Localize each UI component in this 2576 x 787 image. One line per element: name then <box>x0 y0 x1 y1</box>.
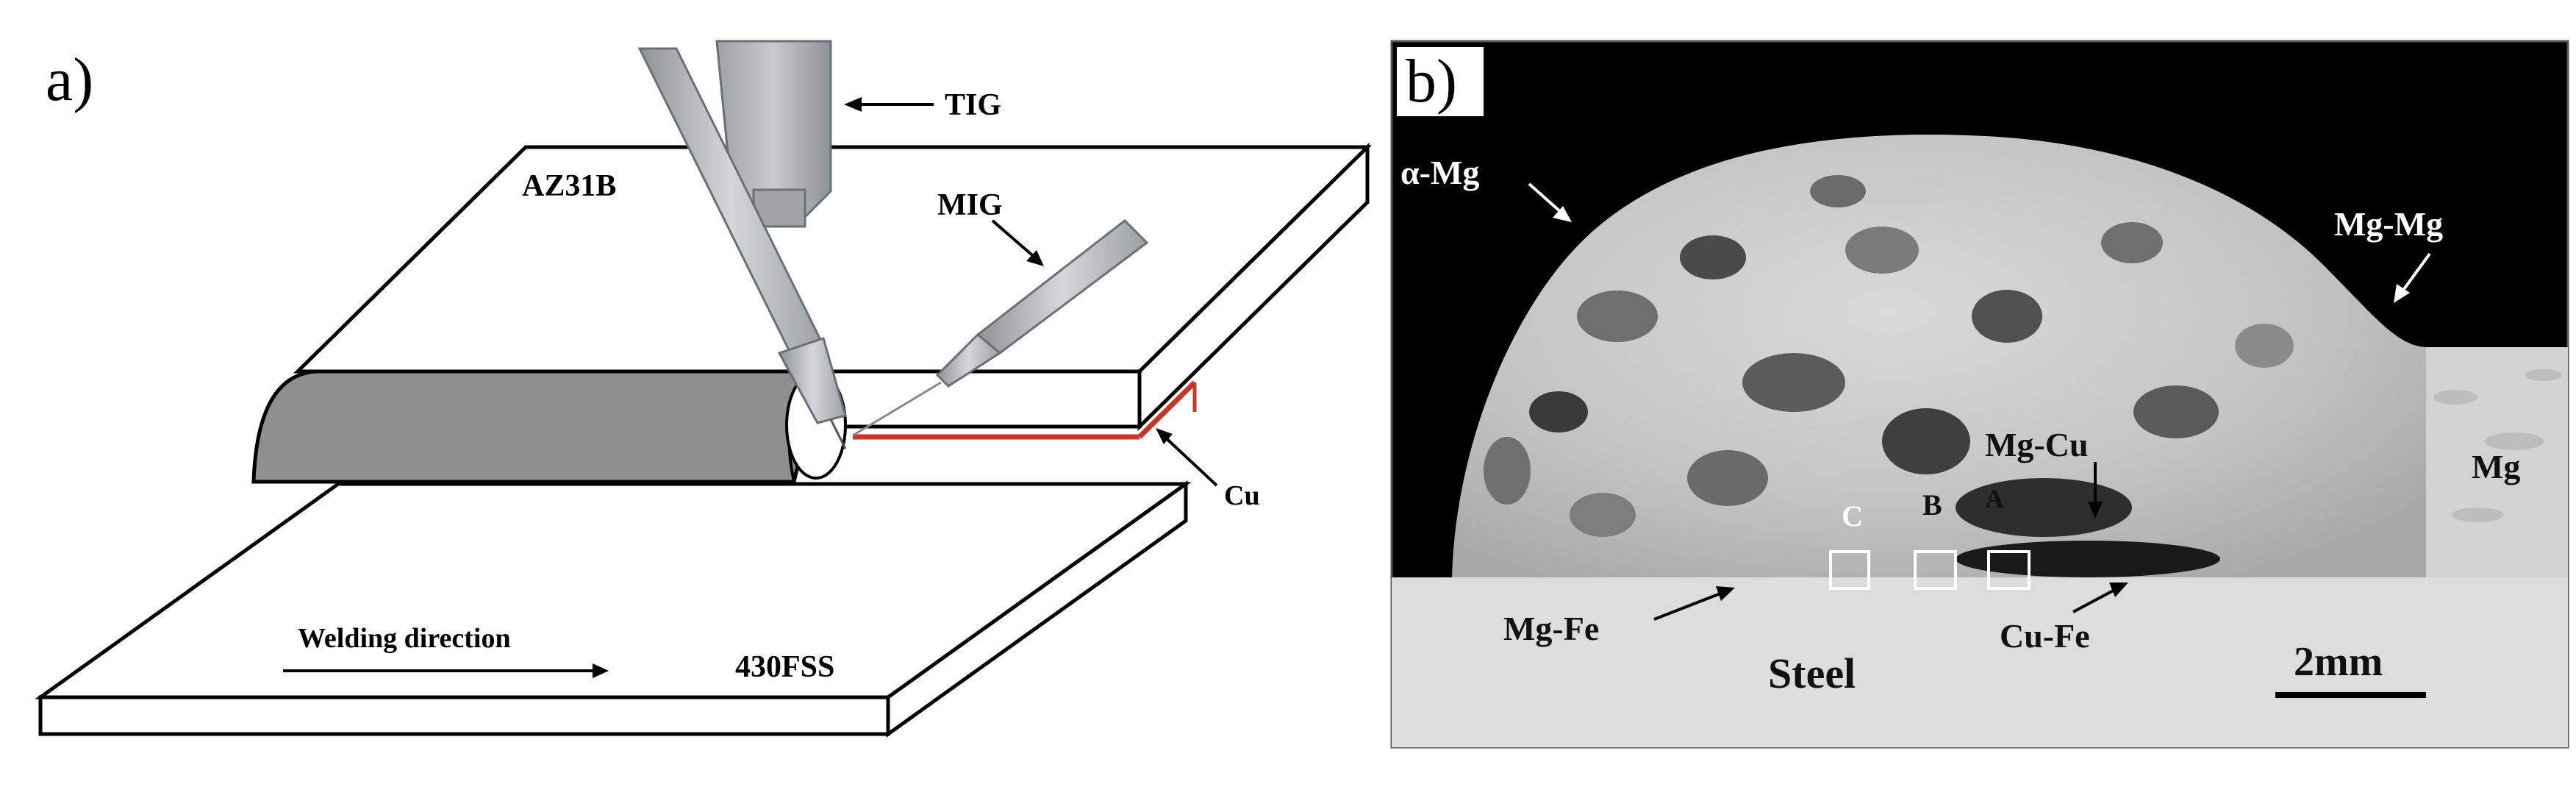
cu-fe-callout: Cu-Fe <box>2000 583 2128 655</box>
mig-torch <box>852 219 1149 437</box>
mig-label: MIG <box>937 188 1003 222</box>
panel-b: b) α-Mg Mg-Mg Mg-Cu Mg C B A <box>1390 40 2569 749</box>
scale-label: 2mm <box>2294 639 2383 685</box>
mg-plate <box>2419 347 2568 577</box>
mg-cu-callout: Mg-Cu <box>1985 426 2103 519</box>
mg-plate-texture <box>2433 369 2562 522</box>
mg-fe-callout: Mg-Fe <box>1503 586 1735 647</box>
box-c <box>1829 550 1870 590</box>
panel-a: a) <box>35 40 1373 738</box>
tig-torch <box>637 40 847 449</box>
steel-label: Steel <box>1768 649 1856 697</box>
tig-callout: TIG <box>844 88 1001 122</box>
mg-mg-label: Mg-Mg <box>2334 205 2443 243</box>
panel-a-letter: a) <box>46 46 93 114</box>
welding-direction-label: Welding direction <box>298 623 511 654</box>
mg-cu-label: Mg-Cu <box>1985 426 2089 463</box>
mg-label: Mg <box>2472 448 2520 485</box>
mg-mg-callout: Mg-Mg <box>2334 205 2443 303</box>
alpha-mg-callout: α-Mg <box>1400 154 1572 222</box>
430fss-label: 430FSS <box>735 650 834 684</box>
point-a-label: A <box>1985 484 2004 513</box>
sample-boxes <box>1829 550 2031 590</box>
box-a <box>1987 550 2031 590</box>
top-plate <box>293 143 1373 431</box>
point-b-label: B <box>1922 488 1942 521</box>
tig-label: TIG <box>945 88 1001 122</box>
az31b-label: AZ31B <box>522 169 616 203</box>
bottom-plate <box>35 480 1192 738</box>
weld-bead <box>251 369 847 484</box>
box-b <box>1914 550 1957 590</box>
mg-fe-label: Mg-Fe <box>1503 610 1599 647</box>
panel-b-letter: b) <box>1406 47 1457 115</box>
copper-interlayer <box>853 380 1197 440</box>
cu-callout: Cu <box>1156 428 1260 511</box>
panel-b-letter-box <box>1397 47 1484 116</box>
mig-callout: MIG <box>937 188 1044 266</box>
scale-bar: 2mm <box>2275 639 2426 698</box>
cu-fe-label: Cu-Fe <box>2000 617 2090 655</box>
cu-label: Cu <box>1224 480 1260 511</box>
point-c-label: C <box>1842 499 1863 533</box>
alpha-mg-label: α-Mg <box>1400 154 1479 191</box>
welding-direction: Welding direction <box>283 623 609 678</box>
steel-substrate <box>1392 577 2568 747</box>
grains <box>1484 175 2294 577</box>
